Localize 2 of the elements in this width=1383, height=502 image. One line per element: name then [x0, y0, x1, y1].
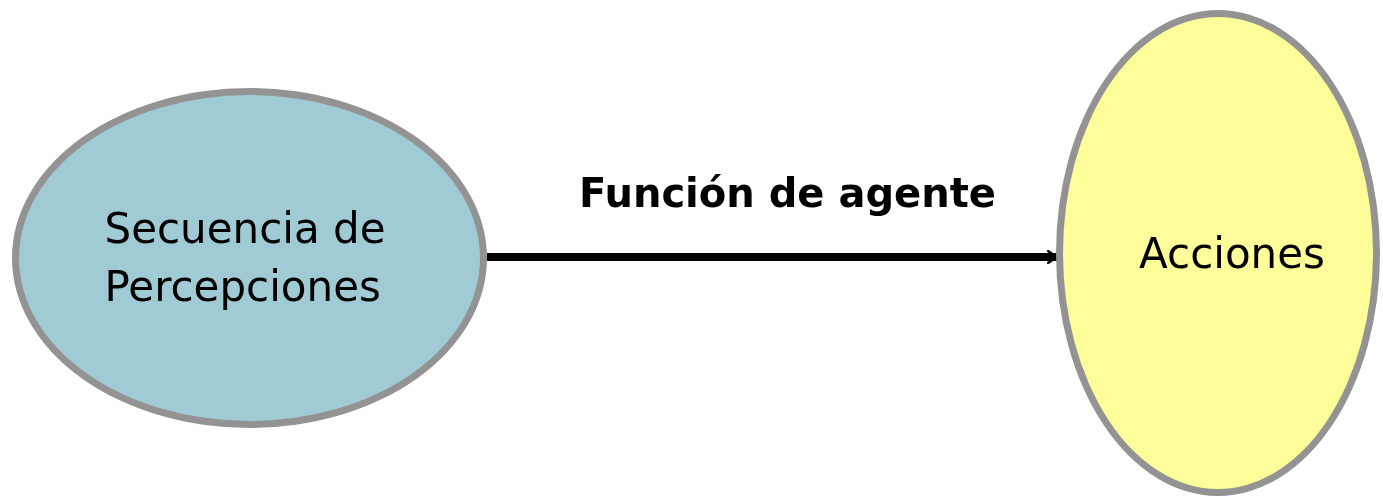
node-label: Acciones [1139, 227, 1325, 280]
node-label: Secuencia de Percepciones [104, 203, 387, 313]
